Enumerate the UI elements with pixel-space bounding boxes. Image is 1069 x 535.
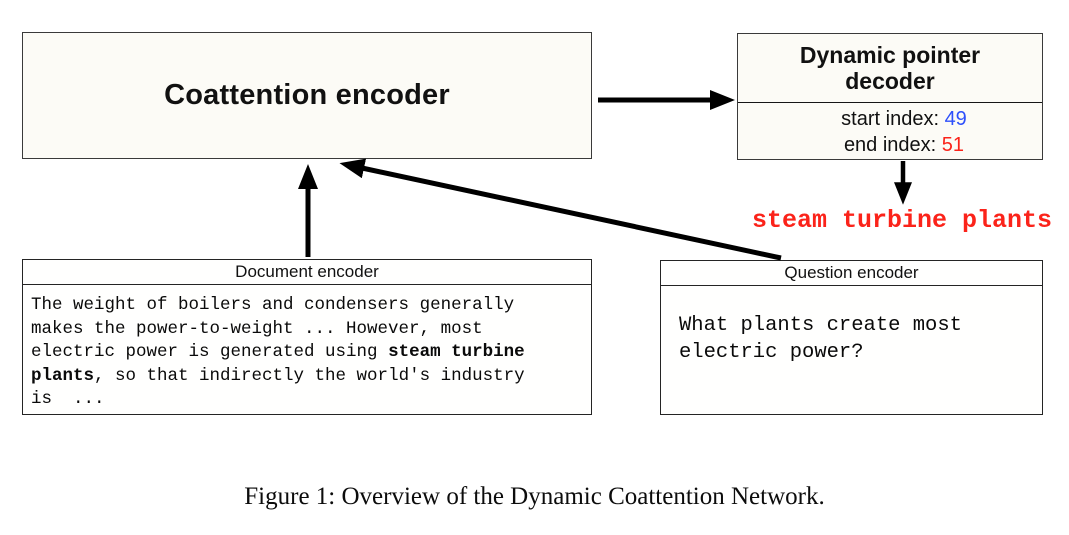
coattention-encoder-box: Coattention encoder [22,32,592,159]
arrow-question-to-coattention [339,158,782,261]
question-encoder-box: Question encoder What plants create most… [660,260,1043,415]
decoder-title-line1: Dynamic pointer [799,42,981,68]
question-encoder-body: What plants create most electric power? [661,286,1042,366]
end-index-value: 51 [941,134,965,156]
question-encoder-header: Question encoder [661,261,1042,286]
end-index-row: end index: 51 [766,132,1042,158]
start-index-label: start index: [841,108,939,130]
document-encoder-body: The weight of boilers and condensers gen… [23,285,591,412]
coattention-encoder-label: Coattention encoder [164,79,450,111]
text-line: makes the power-to-weight ... However, m… [31,318,483,339]
figure-caption: Figure 1: Overview of the Dynamic Coatte… [244,483,825,510]
text-line: The weight of boilers and condensers gen… [31,295,515,315]
dynamic-pointer-decoder-box: Dynamic pointer decoder start index: 49 … [737,33,1043,160]
decoder-title: Dynamic pointer decoder [738,34,1042,103]
document-encoder-box: Document encoder The weight of boilers a… [22,259,592,415]
text-line: What plants create most [679,314,962,337]
end-index-label: end index: [843,134,937,156]
document-encoder-header: Document encoder [23,260,591,285]
text-line: electric power? [679,341,864,364]
text-line: electric power is generated using steam … [31,342,525,363]
text-line: plants, so that indirectly the world's i… [31,365,525,386]
decoder-title-line2: decoder [845,68,935,94]
decoder-indices: start index: 49 end index: 51 [738,103,1042,158]
start-index-value: 49 [944,108,967,130]
text-line: is ... [31,389,105,410]
start-index-row: start index: 49 [766,106,1042,132]
answer-text: steam turbine plants [751,206,1053,235]
